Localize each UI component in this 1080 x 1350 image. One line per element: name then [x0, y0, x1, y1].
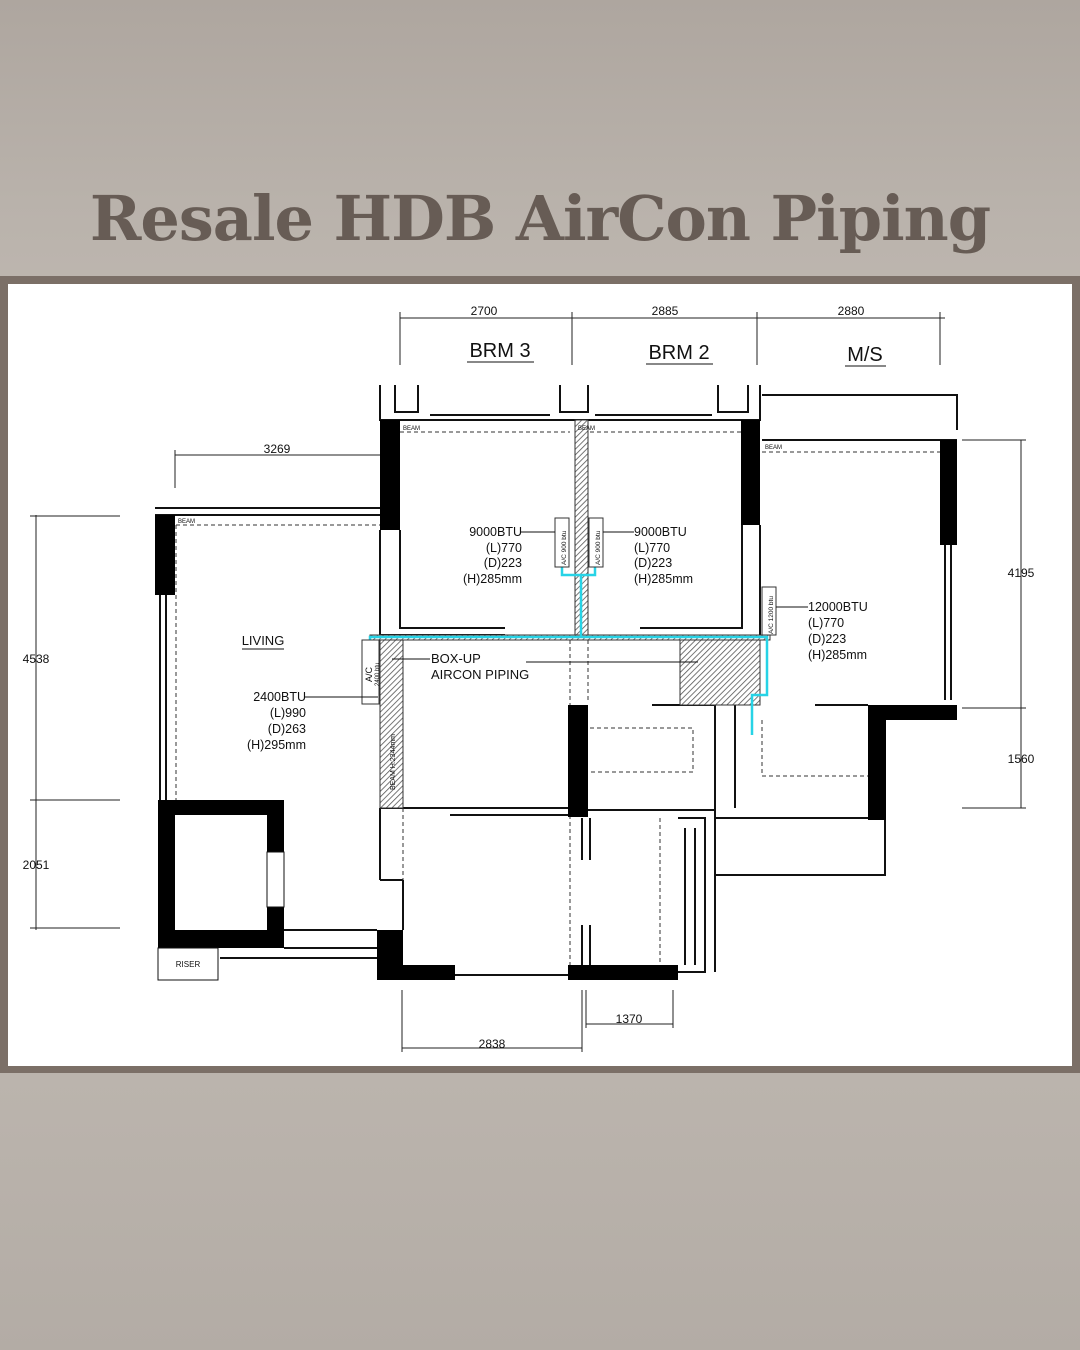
- aircon-length: (L)770: [808, 616, 844, 630]
- aircon-tag: A/C 900 btu: [595, 530, 602, 565]
- walls: [155, 385, 958, 976]
- bathroom-window: [266, 851, 285, 908]
- aircon-piping: [368, 567, 769, 735]
- aircon-tag: 2400 btu: [375, 663, 381, 686]
- beam-label: BEAM: [578, 426, 595, 432]
- dim-left-lower: 2051: [23, 858, 50, 872]
- page-title: Resale HDB AirCon Piping: [89, 182, 991, 255]
- aircon-length: (L)770: [486, 541, 522, 555]
- note-line1: BOX-UP: [431, 651, 481, 666]
- bathroom-interior: [175, 815, 267, 930]
- aircon-length: (L)770: [634, 541, 670, 555]
- dim-top-ms: 2880: [838, 304, 865, 318]
- aircon-unit-brm3: A/C 900 btu 9000BTU (L)770 (D)223 (H)285…: [463, 517, 570, 586]
- dim-right-upper: 4195: [1008, 566, 1035, 580]
- aircon-depth: (D)223: [808, 632, 846, 646]
- beam-height-label: BEAM H:2344mm: [390, 734, 397, 790]
- aircon-btu: 12000BTU: [808, 600, 868, 614]
- dim-bottom-b: 1370: [616, 1012, 643, 1026]
- aircon-unit-ms: A/C 1200 btu 12000BTU (L)770 (D)223 (H)2…: [761, 586, 868, 662]
- dimension-lines: [30, 312, 1026, 1052]
- beam-label: BEAM: [765, 445, 782, 451]
- dim-bottom-a: 2838: [479, 1037, 506, 1051]
- dim-top-brm2: 2885: [652, 304, 679, 318]
- aircon-btu: 9000BTU: [469, 525, 522, 539]
- dim-living-width: 3269: [264, 442, 291, 456]
- room-label-ms: M/S: [847, 344, 883, 366]
- aircon-unit-living: A/C 2400 btu 2400BTU (L)990 (D)263 (H)29…: [247, 639, 381, 752]
- aircon-height: (H)285mm: [463, 572, 522, 586]
- aircon-unit-brm2: A/C 900 btu 9000BTU (L)770 (D)223 (H)285…: [588, 517, 693, 586]
- beam-label: BEAM: [178, 519, 195, 525]
- dim-left-upper: 4538: [23, 652, 50, 666]
- aircon-tag: A/C 900 btu: [561, 530, 568, 565]
- note-line2: AIRCON PIPING: [431, 667, 529, 682]
- aircon-tag: A/C: [364, 666, 374, 682]
- aircon-length: (L)990: [270, 706, 306, 720]
- riser-box: [157, 947, 219, 981]
- aircon-tag: A/C 1200 btu: [768, 596, 775, 634]
- room-label-brm2: BRM 2: [648, 342, 709, 364]
- aircon-btu: 9000BTU: [634, 525, 687, 539]
- aircon-height: (H)285mm: [808, 648, 867, 662]
- riser-label: RISER: [176, 960, 201, 969]
- aircon-height: (H)285mm: [634, 572, 693, 586]
- room-label-brm3: BRM 3: [469, 340, 530, 362]
- boxup-note: BOX-UP AIRCON PIPING: [392, 651, 698, 682]
- aircon-depth: (D)223: [634, 556, 672, 570]
- aircon-btu: 2400BTU: [253, 690, 306, 704]
- beam-label: BEAM: [403, 426, 420, 432]
- dim-right-lower: 1560: [1008, 752, 1035, 766]
- dim-top-brm3: 2700: [471, 304, 498, 318]
- aircon-depth: (D)263: [268, 722, 306, 736]
- aircon-height: (H)295mm: [247, 738, 306, 752]
- aircon-depth: (D)223: [484, 556, 522, 570]
- room-label-living: LIVING: [242, 633, 285, 648]
